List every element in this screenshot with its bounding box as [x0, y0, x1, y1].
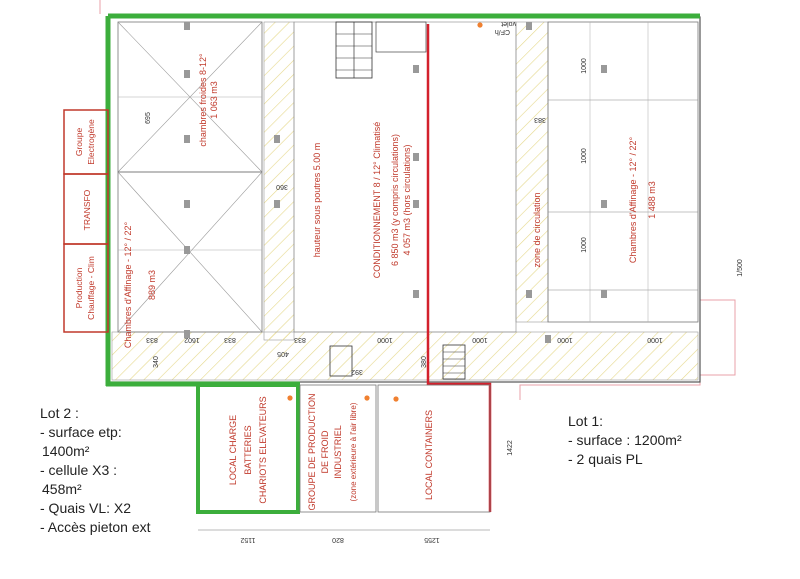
- dim-820: 820: [332, 536, 344, 543]
- circulation-band-3: [111, 331, 699, 381]
- lot2-line-5: - Quais VL: X2: [40, 500, 132, 516]
- annex-local-charge: [196, 383, 300, 514]
- lot2-line-3: - cellule X3 :: [40, 462, 118, 478]
- lot2-line-1: - surface etp:: [40, 424, 122, 440]
- label-production: Production: [74, 267, 84, 308]
- dim-405: 405: [277, 350, 289, 357]
- dim-380: 380: [421, 356, 428, 368]
- dim-1602: 1602: [184, 336, 200, 343]
- dim-1000-e: 1000: [472, 336, 488, 343]
- label-volet: volet: [501, 20, 516, 27]
- dim-392: 392: [351, 368, 363, 375]
- label-affinage-right-vol: 1 488 m3: [647, 181, 657, 219]
- label-groupe-froid-3: INDUSTRIEL: [333, 425, 343, 479]
- circulation-band-1: [263, 21, 295, 341]
- label-conditionnement-vol1: 6 850 m3 (y compris circulations): [390, 134, 400, 266]
- dim-833-a: 833: [146, 336, 158, 343]
- lot1-line-2: - 2 quais PL: [568, 451, 643, 467]
- annex-groupe-froid: [299, 384, 377, 513]
- dim-1000-b: 1000: [581, 148, 588, 164]
- label-groupe-froid-2: DE FROID: [320, 430, 330, 474]
- lot1-summary: Lot 1: - surface : 1200m² - 2 quais PL: [568, 412, 682, 469]
- side-room-production: [63, 243, 109, 333]
- lot2-line-2: 1400m²: [42, 443, 90, 459]
- dim-1000-g: 1000: [647, 336, 663, 343]
- label-chambres-froides-vol: 1 063 m3: [209, 81, 219, 119]
- label-conditionnement-vol2: 4 057 m3 (hors circulations): [402, 144, 412, 255]
- dim-833-c: 833: [294, 336, 306, 343]
- label-groupe-froid-4: (zone extérieure à l'air libre): [349, 402, 358, 501]
- label-zone-circulation: zone de circulation: [532, 192, 542, 267]
- dim-695: 695: [145, 112, 152, 124]
- dim-1000-c: 1000: [581, 237, 588, 253]
- label-local-charge-3: CHARIOTS ELEVATEURS: [258, 396, 268, 503]
- label-chauffage: Chauffage - Clim: [86, 256, 96, 320]
- dim-383: 383: [534, 116, 546, 123]
- lot2-line-4: 458m²: [42, 481, 82, 497]
- label-transfo: TRANSFO: [82, 189, 92, 230]
- label-groupe-electrogene: Groupe: [74, 128, 84, 157]
- lot1-title: Lot 1:: [568, 413, 604, 429]
- label-groupe-electrogene-2: Electrogène: [86, 119, 96, 165]
- label-local-charge: LOCAL CHARGE: [228, 415, 238, 485]
- lot-boundary-red: [426, 24, 492, 512]
- dim-1255: 1255: [424, 536, 440, 543]
- lot2-summary: Lot 2 : - surface etp: 1400m² - cellule …: [40, 404, 151, 537]
- dim-1000-a: 1000: [581, 58, 588, 74]
- label-cf: CF/h: [495, 28, 510, 35]
- dim-360: 360: [276, 183, 288, 190]
- label-affinage-left: Chambres d'Affinage - 12° / 22°: [123, 221, 133, 348]
- pillars: [184, 22, 607, 343]
- dim-1500: 1/500: [737, 259, 744, 277]
- lot2-line-6: - Accès pieton ext: [40, 519, 151, 535]
- dim-1000-d: 1000: [377, 336, 393, 343]
- circulation-band-2: [515, 21, 549, 323]
- label-affinage-left-vol: 889 m3: [147, 270, 157, 300]
- dim-833-b: 833: [224, 336, 236, 343]
- lot1-line-1: - surface : 1200m²: [568, 432, 682, 448]
- dim-1152: 1152: [240, 536, 255, 543]
- label-groupe-froid: GROUPE DE PRODUCTION: [307, 393, 317, 510]
- dim-1422: 1422: [507, 440, 514, 456]
- label-local-charge-2: BATTERIES: [243, 425, 253, 474]
- site-boundary: [519, 18, 736, 400]
- label-conditionnement: CONDITIONNEMENT 8 / 12° Climatisé: [372, 122, 382, 278]
- label-affinage-right: Chambres d'Affinage - 12° / 22°: [628, 136, 638, 263]
- dim-1000-f: 1000: [557, 336, 573, 343]
- label-local-containers: LOCAL CONTAINERS: [424, 410, 434, 500]
- annex-local-containers: [377, 384, 491, 513]
- lot2-title: Lot 2 :: [40, 405, 79, 421]
- label-chambres-froides: chambres froides 8-12°: [198, 53, 208, 147]
- label-hauteur: hauteur sous poutres 5.00 m: [312, 143, 322, 258]
- dim-340: 340: [153, 356, 160, 368]
